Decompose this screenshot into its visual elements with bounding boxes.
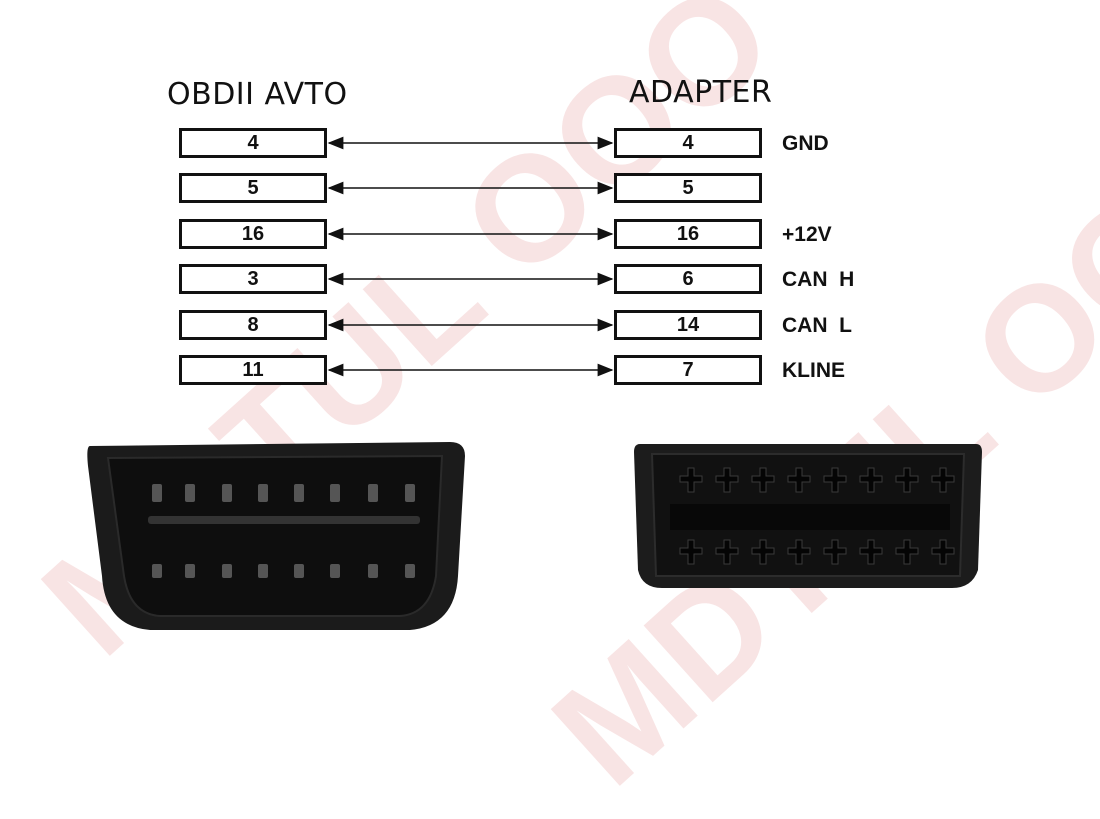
male-pin bbox=[368, 484, 378, 502]
female-socket-hole bbox=[679, 539, 703, 565]
pinout-wires bbox=[327, 136, 614, 377]
left-pin-box: 16 bbox=[179, 219, 327, 249]
male-pin bbox=[258, 564, 268, 578]
female-socket-hole bbox=[859, 539, 883, 565]
right-title: ADAPTER bbox=[629, 75, 773, 110]
right-pin-box: 16 bbox=[614, 219, 762, 249]
female-socket-hole bbox=[751, 467, 775, 493]
signal-label: CAN H bbox=[782, 268, 855, 291]
obd2-male-plug-photo bbox=[87, 442, 465, 630]
signal-label: GND bbox=[782, 132, 829, 155]
left-pin-box: 4 bbox=[179, 128, 327, 158]
signal-label: CAN L bbox=[782, 314, 852, 337]
male-pin bbox=[185, 564, 195, 578]
female-socket-hole bbox=[895, 467, 919, 493]
female-socket-hole bbox=[823, 467, 847, 493]
female-socket-hole bbox=[715, 467, 739, 493]
right-pin-box: 14 bbox=[614, 310, 762, 340]
male-pin bbox=[405, 484, 415, 502]
signal-label: KLINE bbox=[782, 359, 845, 382]
male-pin bbox=[368, 564, 378, 578]
right-pin-box: 5 bbox=[614, 173, 762, 203]
female-socket-hole bbox=[931, 539, 955, 565]
left-title: OBDII AVTO bbox=[167, 77, 348, 112]
male-pin bbox=[222, 484, 232, 502]
male-pin bbox=[222, 564, 232, 578]
male-pin bbox=[152, 564, 162, 578]
female-socket-hole bbox=[895, 539, 919, 565]
left-pin-box: 11 bbox=[179, 355, 327, 385]
female-socket-hole bbox=[859, 467, 883, 493]
male-pin bbox=[185, 484, 195, 502]
female-socket-hole bbox=[679, 467, 703, 493]
female-socket-hole bbox=[787, 539, 811, 565]
right-pin-box: 6 bbox=[614, 264, 762, 294]
male-pin bbox=[330, 484, 340, 502]
left-pin-box: 5 bbox=[179, 173, 327, 203]
right-pin-box: 4 bbox=[614, 128, 762, 158]
male-pin bbox=[294, 564, 304, 578]
male-pin bbox=[405, 564, 415, 578]
signal-label: +12V bbox=[782, 223, 832, 246]
female-socket-hole bbox=[715, 539, 739, 565]
left-pin-box: 8 bbox=[179, 310, 327, 340]
female-socket-hole bbox=[787, 467, 811, 493]
left-pin-box: 3 bbox=[179, 264, 327, 294]
male-pin bbox=[152, 484, 162, 502]
male-pin bbox=[294, 484, 304, 502]
right-pin-box: 7 bbox=[614, 355, 762, 385]
male-pin bbox=[258, 484, 268, 502]
obd2-female-socket-photo bbox=[634, 444, 982, 588]
female-socket-hole bbox=[751, 539, 775, 565]
female-socket-hole bbox=[931, 467, 955, 493]
female-socket-hole bbox=[823, 539, 847, 565]
male-pin bbox=[330, 564, 340, 578]
